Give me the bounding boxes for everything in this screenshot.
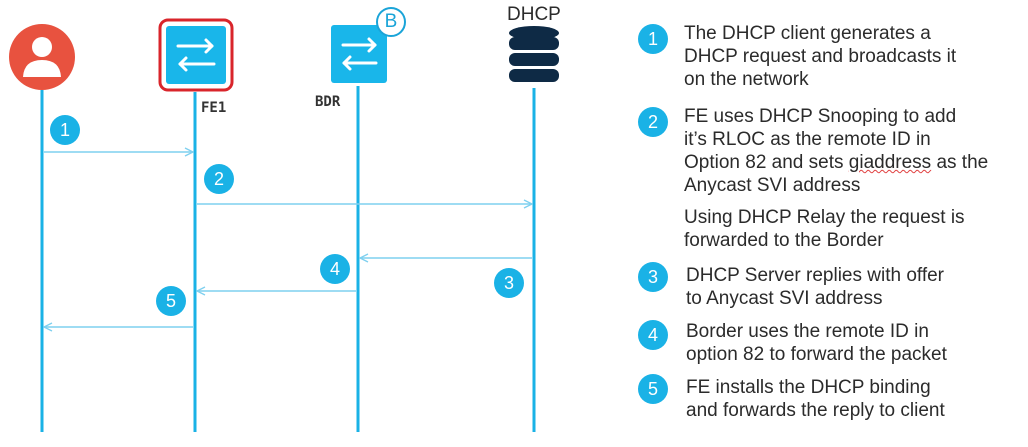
- fe1-label: FE1: [201, 100, 227, 116]
- dhcp-server-database-icon: [509, 26, 559, 82]
- bdr-label: BDR: [315, 94, 341, 110]
- step-4-badge: 4: [638, 320, 668, 350]
- client-user-icon: [9, 24, 75, 90]
- step-5-badge: 5: [638, 374, 668, 404]
- diagram-step-2-badge: 2: [204, 164, 234, 194]
- dhcp-server-label: DHCP: [507, 4, 561, 25]
- step-3-text: DHCP Server replies with offer to Anycas…: [686, 265, 945, 309]
- step-1-badge: 1: [638, 24, 668, 54]
- step-2-text-start: FE uses DHCP Snooping to add it’s RLOC a…: [684, 106, 957, 173]
- diagram-step-3-badge: 3: [494, 268, 524, 298]
- diagram-step-5-badge: 5: [156, 286, 186, 316]
- step-2-badge: 2: [638, 107, 668, 137]
- fe1-switch-icon: [158, 18, 234, 92]
- diagram-step-4-badge: 4: [320, 254, 350, 284]
- step-2-relay-text: Using DHCP Relay the request is forwarde…: [684, 207, 965, 251]
- step-2-text: FE uses DHCP Snooping to add it’s RLOC a…: [684, 105, 988, 197]
- sequence-canvas: [9, 18, 559, 432]
- step-2-giaddress-term: giaddress: [848, 152, 932, 173]
- step-5-text: FE installs the DHCP binding and forward…: [686, 377, 945, 421]
- step-3-badge: 3: [638, 262, 668, 292]
- step-2-text-end: as the Anycast SVI address: [684, 152, 989, 196]
- sequence-diagram: B DHCP FE1 BDR 1 2 3 4 5: [9, 4, 561, 432]
- bdr-switch-icon: [331, 25, 387, 83]
- diagram-step-1-badge: 1: [50, 115, 80, 145]
- step-1-text: The DHCP client generates a DHCP request…: [684, 23, 957, 90]
- step-4-text: Border uses the remote ID in option 82 t…: [686, 321, 947, 365]
- border-badge: B: [376, 7, 406, 37]
